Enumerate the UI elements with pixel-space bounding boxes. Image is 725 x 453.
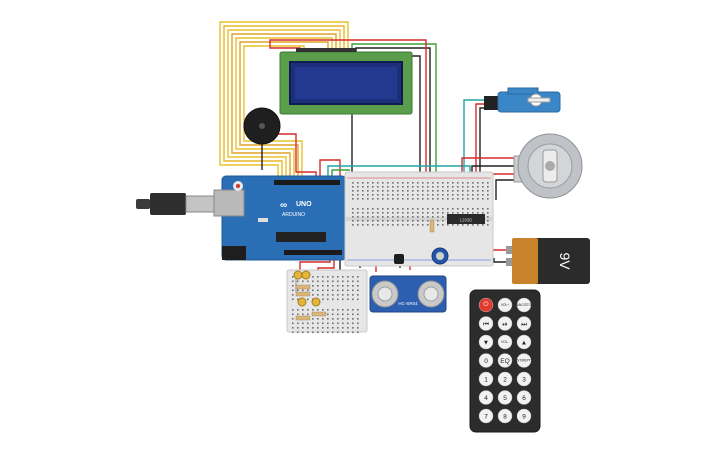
remote-button-4[interactable]: 4 — [478, 390, 494, 405]
remote-button-st-rept[interactable]: ST/REPT — [516, 353, 532, 368]
remote-button-5[interactable]: 5 — [497, 390, 513, 405]
wire-motor-4 — [495, 179, 514, 200]
ultrasonic-sensor: HC-SR04 — [369, 275, 447, 313]
resistor-1 — [295, 284, 311, 290]
remote-button-label: 0 — [484, 358, 488, 365]
remote-button-label: VOL- — [501, 340, 508, 344]
remote-button-label: 3 — [522, 377, 526, 384]
remote-button-sym-1-2[interactable]: ⏭ — [516, 316, 532, 331]
lcd-header-pins — [296, 48, 356, 52]
remote-button-eq[interactable]: EQ — [497, 353, 513, 368]
remote-button-label: ⏯ — [502, 321, 507, 328]
wire-servo-teal — [463, 99, 484, 176]
led-yellow-3 — [297, 297, 307, 307]
wire-lcd-6 — [239, 41, 329, 180]
remote-button-label: ⏮ — [483, 321, 489, 328]
remote-button-label: FUNC/STOP — [515, 303, 533, 307]
remote-button-sym-2-0[interactable]: ▼ — [478, 334, 494, 350]
resistor-3 — [311, 311, 327, 317]
main-breadboard: L293D — [344, 171, 494, 267]
remote-button-7[interactable]: 7 — [478, 408, 494, 424]
remote-button-vol[interactable]: VOL- — [497, 334, 513, 350]
resistor-2 — [295, 291, 311, 297]
remote-button-label: 7 — [484, 414, 488, 421]
remote-button-9[interactable]: 9 — [516, 408, 532, 424]
resistor-4 — [295, 315, 311, 321]
wire-lcd-2 — [223, 25, 345, 180]
remote-button-label: 2 — [503, 377, 507, 384]
remote-button-6[interactable]: 6 — [516, 390, 532, 405]
remote-button-label: VOL+ — [501, 303, 509, 307]
wire-servo-red — [475, 103, 484, 176]
wire-lcd-1 — [219, 21, 349, 180]
remote-button-8[interactable]: 8 — [497, 408, 513, 424]
l293d-ic — [447, 214, 485, 224]
dc-motor — [513, 133, 583, 199]
remote-button-label: ⏭ — [521, 321, 527, 328]
arduino-brand: ARDUINO — [282, 212, 305, 218]
led-yellow-4 — [311, 297, 321, 307]
remote-buttons: ⏻ VOL+ FUNC/STOP ⏮ ⏯ ⏭ ▼ VOL- ▲ 0 EQ ST/REPT 1 2 3 4 5 6 7… — [478, 297, 533, 424]
remote-button-label: 9 — [522, 414, 526, 421]
remote-button-label: 4 — [484, 395, 488, 402]
remote-button-label: EQ — [500, 358, 509, 365]
remote-button-label: 5 — [503, 395, 507, 402]
battery-9v: 9V — [506, 238, 590, 284]
arduino-logo: ∞ — [280, 200, 287, 211]
ir-receiver — [394, 254, 404, 264]
wire-lcd-7 — [243, 45, 305, 180]
l293d-label: L293D — [460, 218, 472, 223]
remote-button-label: ▲ — [521, 340, 527, 347]
wire-lcd-3 — [227, 29, 341, 180]
remote-button-label: 6 — [522, 395, 526, 402]
remote-button-vol[interactable]: VOL+ — [497, 297, 513, 313]
wire-lcd-4 — [231, 33, 337, 180]
arduino-model: UNO — [296, 201, 312, 208]
remote-button-label: ⏻ — [483, 301, 488, 308]
remote-button-func-stop[interactable]: FUNC/STOP — [515, 297, 533, 313]
remote-button-1[interactable]: 1 — [478, 371, 494, 387]
remote-button-power[interactable]: ⏻ — [478, 297, 494, 313]
led-yellow-2 — [301, 270, 311, 280]
wire-ard-bb-4 — [327, 165, 471, 180]
ultrasonic-label: HC-SR04 — [398, 301, 418, 306]
remote-button-label: ▼ — [483, 340, 489, 347]
lcd-display — [279, 48, 413, 115]
remote-button-2[interactable]: 2 — [497, 371, 513, 387]
usb-plug — [136, 193, 215, 215]
arduino-uno: ∞ ARDUINO UNO — [213, 175, 347, 261]
small-breadboard — [286, 269, 368, 334]
wire-motor-3 — [489, 173, 514, 190]
remote-button-label: 8 — [503, 414, 507, 421]
lcd-screen-glass — [295, 67, 397, 99]
remote-button-3[interactable]: 3 — [516, 371, 532, 387]
wire-servo-black — [479, 107, 484, 176]
remote-button-sym-1-0[interactable]: ⏮ — [478, 316, 494, 331]
remote-button-0[interactable]: 0 — [478, 353, 494, 368]
piezo-buzzer — [243, 107, 281, 145]
servo-motor — [484, 87, 561, 113]
wire-buzzer-red — [264, 133, 317, 180]
remote-button-sym-1-1[interactable]: ⏯ — [497, 316, 513, 331]
potentiometer — [431, 247, 449, 265]
remote-button-label: 1 — [484, 377, 488, 384]
remote-button-sym-2-2[interactable]: ▲ — [516, 334, 532, 350]
battery-label: 9V — [557, 252, 573, 270]
remote-button-label: ST/REPT — [517, 359, 531, 363]
ir-remote: ⏻ VOL+ FUNC/STOP ⏮ ⏯ ⏭ ▼ VOL- ▲ 0 EQ ST/REPT 1 2 3 4 5 6 7… — [469, 289, 541, 433]
